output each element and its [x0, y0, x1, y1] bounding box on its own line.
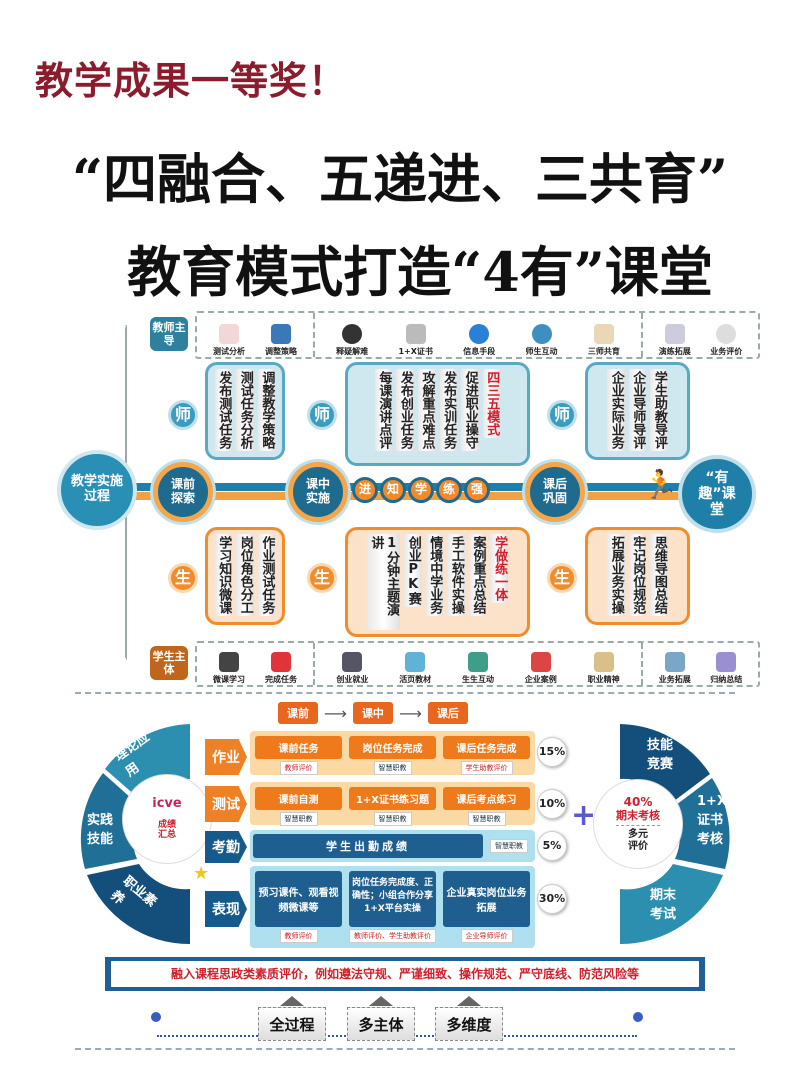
up-arrow-icon [457, 996, 481, 1006]
row-attendance: 学生出勤成绩智慧职教 [250, 830, 535, 862]
arc-label-final-exam: 期末考试 [650, 888, 677, 922]
strategy-icon [271, 324, 291, 344]
final-percent: 40% [623, 794, 653, 809]
star-icon: ★ [193, 863, 210, 884]
teacher-box-pre: 发布测试任务测试任务分析调整教学策略 [205, 362, 285, 460]
step: 进 [352, 477, 378, 503]
video-icon [219, 652, 239, 672]
teacher-box-post: 企业实际业务企业导师导评学生助教导评 [585, 362, 690, 460]
student-badge: 生 [547, 563, 577, 593]
plus-icon: + [571, 798, 597, 833]
subheadline: 教育模式打造“4有”课堂 [127, 240, 713, 304]
hierarchy-icon [716, 652, 737, 672]
phase-post: 课后 [427, 702, 468, 724]
student-box-pre: 学习知识微课岗位角色分工作业测试任务 [205, 527, 285, 625]
dot [151, 1012, 161, 1022]
board-icon [593, 324, 614, 344]
student-led-label: 学生主体 [150, 646, 188, 680]
student-badge: 生 [307, 563, 337, 593]
stage-post: 课后巩固 [525, 462, 585, 522]
student-tools-bar: 微课学习完成任务 创业就业 活页教材 生生互动 企业案例 职业精神 业务拓展 归… [195, 641, 760, 687]
phase-pre: 课前 [278, 702, 318, 724]
row-label-homework[interactable]: 作业 [205, 739, 247, 775]
student-box-post: 拓展业务实操牢记岗位规范思维导图总结 [585, 527, 690, 625]
final-assessment-circle: 40% 期末考核 多元评价 [593, 779, 683, 869]
book-icon [405, 652, 426, 672]
arc-segment [105, 724, 190, 804]
arc-label-certificate: 1+X证书考核 [697, 794, 727, 847]
row-homework: 课前任务教师评价 岗位任务完成智慧职教 课后任务完成学生助教评价 [250, 731, 535, 775]
ideology-banner: 融入课程思政类素质评价，例如遵法守规、严谨细致、操作规范、严守底线、防范风险等 [105, 957, 705, 991]
student-badge: 生 [168, 563, 198, 593]
award-title: 教学成果一等奖！ [35, 59, 348, 103]
flag-icon [271, 652, 291, 672]
step: 练 [436, 477, 462, 503]
people-icon [531, 324, 552, 344]
percent-test: 10% [537, 789, 567, 819]
browser-icon [469, 324, 490, 344]
teacher-badge: 师 [307, 400, 337, 430]
multi-subject: 多主体 [347, 1007, 415, 1041]
up-arrow-icon [369, 996, 393, 1006]
arrow-icon: ⟶ [324, 703, 347, 723]
teacher-box-in: 每课演讲点评发布创业任务攻解重点难点发布实训任务促进职业操守四三五模式 [345, 362, 530, 466]
chart-icon [219, 324, 239, 344]
row-performance: 预习课件、观看视频微课等教师评价 岗位任务完成度、正确性；小组合作分享1+X平台… [250, 866, 535, 948]
magnifier-icon [716, 324, 737, 344]
certificate-icon [405, 324, 426, 344]
evaluation-diagram: 课前⟶ 课中⟶ 课后 理论应用 实践技能 职业素养 icve 成绩汇总 作业 课… [75, 692, 735, 1050]
teacher-badge: 师 [168, 400, 198, 430]
icve-logo: icve [152, 796, 182, 812]
step: 强 [464, 477, 490, 503]
grade-summary: 成绩汇总 [157, 820, 176, 841]
platform-circle: icve 成绩汇总 [122, 774, 212, 864]
multi-eval: 多元评价 [628, 829, 648, 852]
arc-segment [620, 724, 710, 804]
stage-in: 课中实施 [288, 462, 348, 522]
dot [633, 1012, 643, 1022]
end-node: “有趣”课堂 [678, 455, 756, 533]
headline: “四融合、五递进、三共育” [71, 147, 729, 211]
spirit-icon [593, 652, 614, 672]
arrow-icon: ⟶ [398, 703, 422, 723]
row-label-attendance[interactable]: 考勤 [205, 831, 247, 863]
percent-homework: 15% [537, 737, 567, 767]
teacher-led-label: 教师主导 [150, 317, 188, 351]
row-test: 课前自测智慧职教 1+X证书练习题智慧职教 课后考点练习智慧职教 [250, 782, 535, 826]
percent-performance: 30% [537, 884, 567, 914]
teacher-badge: 师 [547, 400, 577, 430]
right-arc [620, 724, 730, 945]
arc-label-competition: 技能竞赛 [647, 738, 674, 772]
tool-item: 测试分析 [213, 324, 245, 357]
start-node: 教学实施过程 [57, 450, 137, 530]
full-process: 全过程 [258, 1007, 326, 1041]
teacher-tools-bar: 测试分析调整策略 释疑解难 1+X证书 信息手段 师生互动 三师共育 演练拓展 … [195, 311, 760, 359]
phase-in: 课中 [352, 702, 393, 724]
multi-dimension: 多维度 [435, 1007, 503, 1041]
hands-icon [664, 652, 685, 672]
runner-icon: 🏃 [643, 468, 678, 501]
business-icon [342, 652, 363, 672]
step: 知 [380, 477, 406, 503]
case-icon [530, 652, 551, 672]
step: 学 [408, 477, 434, 503]
student-box-in: 1分钟主题演讲创业PK赛情境中学业务手工软件实操案例重点总结学做练一体 [345, 527, 530, 637]
phase-row: 课前 ⟶ 课中⟶ 课后 [278, 702, 468, 724]
up-arrow-icon [280, 996, 304, 1006]
arc-segment [620, 864, 723, 945]
arc-segment [87, 864, 190, 945]
arc-label-practice: 实践技能 [87, 813, 114, 847]
percent-attendance: 5% [537, 831, 567, 861]
person-icon [342, 324, 363, 344]
final-label: 期末考核 [616, 809, 660, 827]
stage-pre: 课前探索 [153, 462, 213, 522]
arc-segment [672, 778, 730, 869]
row-label-test[interactable]: 测试 [205, 786, 247, 822]
team-icon [467, 652, 488, 672]
document-icon [664, 324, 685, 344]
teaching-flow-diagram: 教师主导 测试分析调整策略 释疑解难 1+X证书 信息手段 师生互动 三师共育 … [45, 305, 765, 687]
tool-item: 调整策略 [265, 324, 297, 357]
row-label-performance[interactable]: 表现 [205, 891, 247, 927]
steps: 进知学练强 [352, 477, 490, 503]
